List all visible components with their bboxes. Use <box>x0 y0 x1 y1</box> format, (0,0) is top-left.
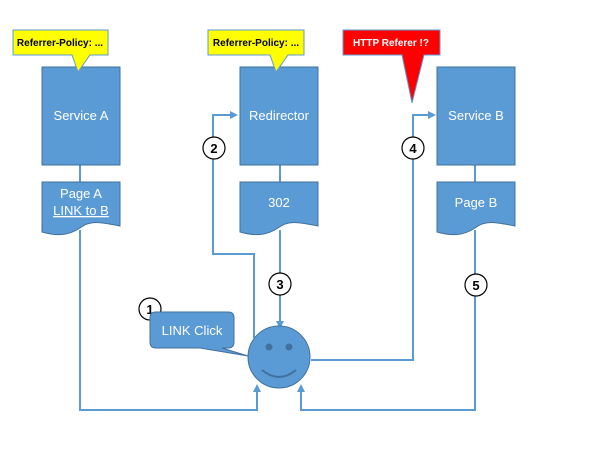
step-5-label: 5 <box>472 278 479 293</box>
connector-page-a-to-user <box>79 230 261 411</box>
redirect-302-document: 302 <box>239 181 319 236</box>
redirect-status-label: 302 <box>268 195 290 210</box>
page-a-link: LINK to B <box>53 203 109 218</box>
step-4-label: 4 <box>409 141 417 156</box>
step-5-marker: 5 <box>464 273 488 297</box>
redirector-box: Redirector <box>239 66 319 166</box>
step-2-marker: 2 <box>202 136 226 160</box>
service-a-label: Service A <box>54 108 109 123</box>
page-b-title: Page B <box>455 195 498 210</box>
http-referer-callout: HTTP Referer !? <box>342 29 441 104</box>
http-referer-label: HTTP Referer !? <box>353 38 429 49</box>
connector-page-b-to-user <box>297 230 476 411</box>
page-a-title: Page A <box>60 186 102 201</box>
step-4-marker: 4 <box>401 136 425 160</box>
service-a-box: Service A <box>41 66 121 166</box>
referrer-policy-a-label: Referrer-Policy: ... <box>17 38 103 49</box>
right-eye <box>285 343 293 351</box>
left-eye <box>265 343 273 351</box>
redirector-label: Redirector <box>249 108 310 123</box>
referrer-policy-callout-redirector: Referrer-Policy: ... <box>207 29 305 74</box>
step-2-label: 2 <box>210 141 217 156</box>
service-b-box: Service B <box>436 66 516 166</box>
connector-user-to-service-b <box>311 111 436 361</box>
user-smiley-icon <box>247 325 311 389</box>
link-click-label: LINK Click <box>162 323 223 338</box>
step-1-label: 1 <box>146 302 153 317</box>
page-a-document: Page A LINK to B <box>41 181 121 236</box>
step-3-marker: 3 <box>268 272 292 296</box>
page-b-document: Page B <box>436 181 516 236</box>
step-3-label: 3 <box>276 277 283 292</box>
referrer-policy-callout-a: Referrer-Policy: ... <box>12 29 109 74</box>
connector-user-to-redirector <box>212 111 255 338</box>
smile <box>261 369 297 378</box>
service-b-label: Service B <box>448 108 504 123</box>
link-click-bubble: LINK Click <box>149 311 249 357</box>
referrer-policy-redirector-label: Referrer-Policy: ... <box>213 38 299 49</box>
